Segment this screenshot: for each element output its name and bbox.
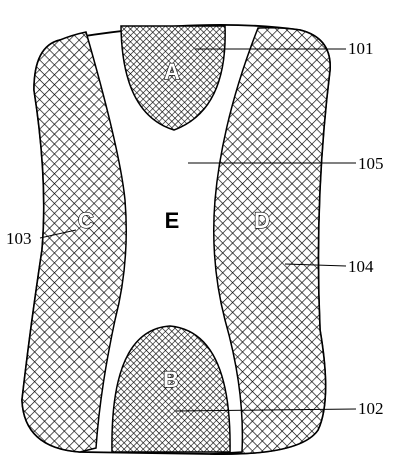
ref-101: 101 [348, 39, 374, 58]
region-a-cap [120, 25, 226, 131]
region-b-cap [111, 325, 231, 453]
ref-103: 103 [6, 229, 32, 248]
region-d-label: D [254, 208, 270, 233]
ref-102: 102 [358, 399, 384, 418]
region-a-label: A [164, 59, 180, 84]
ref-104: 104 [348, 257, 374, 276]
region-d-panel [209, 27, 331, 455]
region-c-label: C [78, 208, 94, 233]
region-b-label: B [163, 367, 179, 392]
leader-102 [175, 408, 357, 412]
region-c-panel [21, 31, 127, 453]
ref-105: 105 [358, 154, 384, 173]
region-e-label: E [165, 208, 180, 233]
leader-104 [284, 263, 347, 267]
leader-103 [39, 229, 77, 239]
